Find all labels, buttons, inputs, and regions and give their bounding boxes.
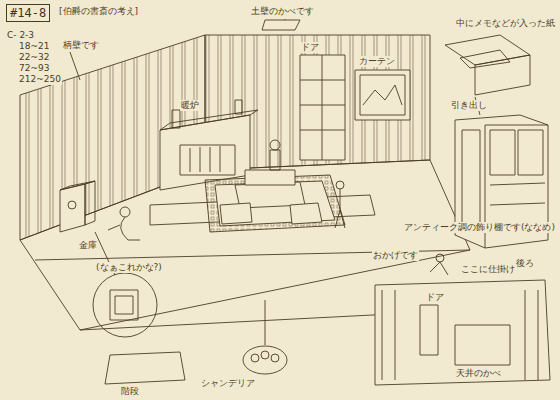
note-label: 暖炉	[180, 100, 200, 111]
note-label: 天井のかべ	[455, 368, 502, 379]
note-label: 引き出し	[450, 100, 488, 111]
note-label: ドア	[300, 42, 320, 53]
scene-number: #14-8	[6, 4, 50, 22]
note-label: おかげです	[372, 250, 419, 261]
note-label: 後ろ	[515, 258, 535, 269]
note-label: (なぁこれかな?)	[95, 262, 163, 273]
note-label: 金庫	[78, 240, 98, 251]
note-label: ドア	[425, 292, 445, 303]
note-label: アンティーク調の飾り棚です(ななめ)	[403, 222, 556, 233]
note-label: 階段	[120, 386, 140, 397]
note-label: [伯爵の書斎の考え]	[58, 6, 139, 17]
note-label: 22~32	[18, 52, 50, 63]
note-label: 中にメモなどが入った紙	[455, 18, 556, 29]
note-label: シャンデリア	[200, 378, 256, 389]
note-label: カーテン	[358, 56, 396, 67]
note-label: C- 2-3	[6, 30, 35, 41]
note-label: 212~250	[18, 74, 62, 85]
note-label: 柄壁です	[62, 40, 100, 51]
note-label: ここに仕掛け	[460, 264, 516, 275]
note-label: 土壁のかべです	[250, 6, 315, 17]
note-label: 18~21	[18, 41, 50, 52]
note-label: 72~93	[18, 63, 50, 74]
